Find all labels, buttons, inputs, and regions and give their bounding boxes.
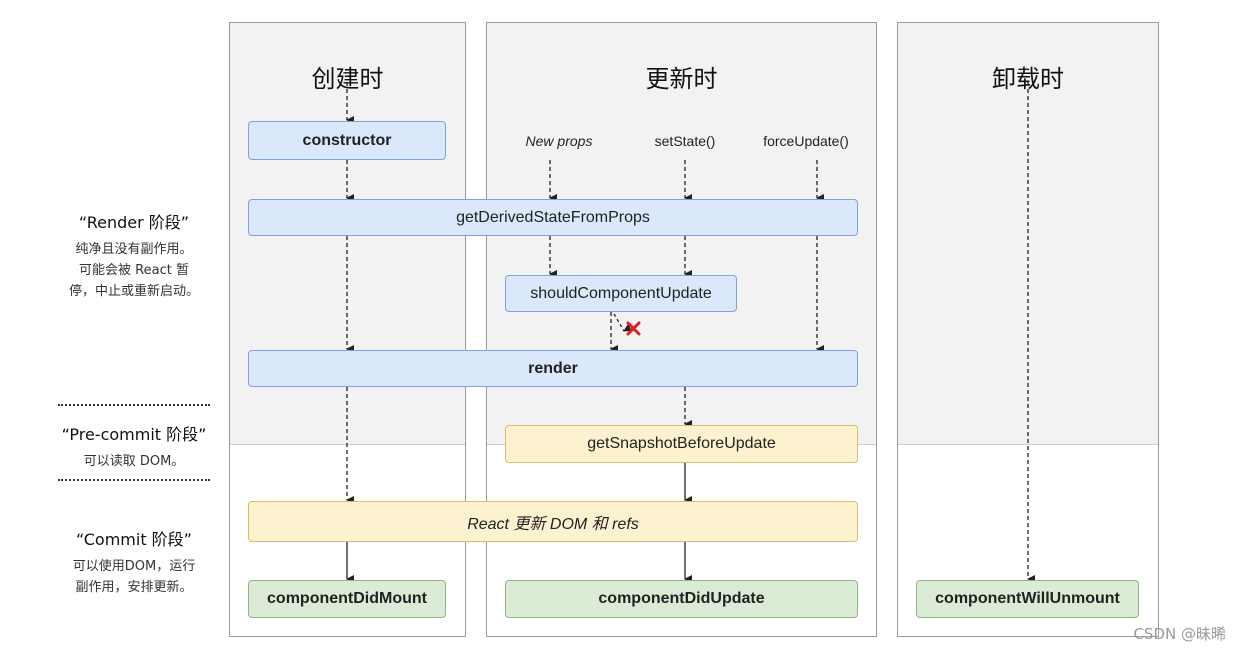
- box-component-did-update: componentDidUpdate: [505, 580, 858, 618]
- phase-render-desc-line: 可能会被 React 暂: [79, 263, 189, 278]
- phase-precommit-desc: 可以读取 DOM。: [54, 451, 214, 472]
- phase-commit-desc-line: 可以使用DOM，运行: [72, 559, 196, 574]
- column-title-unmount: 卸载时: [992, 65, 1064, 93]
- phase-render-title: “Render 阶段”: [78, 213, 190, 232]
- box-should-component-update: shouldComponentUpdate: [505, 275, 737, 312]
- phase-commit-title: “Commit 阶段”: [76, 530, 192, 549]
- watermark: CSDN @昧晞: [1133, 625, 1226, 643]
- box-get-snapshot-before-update: getSnapshotBeforeUpdate: [505, 425, 858, 463]
- phase-render-desc-line: 纯净且没有副作用。: [75, 242, 193, 257]
- column-title-update: 更新时: [645, 65, 718, 93]
- box-get-derived-state-from-props: getDerivedStateFromProps: [248, 199, 858, 236]
- phase-render: “Render 阶段” 纯净且没有副作用。 可能会被 React 暂 停，中止或…: [54, 209, 214, 302]
- phase-precommit: “Pre-commit 阶段” 可以读取 DOM。: [54, 421, 214, 472]
- phase-render-desc-line: 停，中止或重新启动。: [68, 284, 199, 299]
- phase-commit-desc: 可以使用DOM，运行 副作用，安排更新。: [54, 556, 214, 598]
- trigger-new-props: New props: [525, 133, 593, 149]
- phase-commit-desc-line: 副作用，安排更新。: [75, 580, 193, 595]
- trigger-force-update: forceUpdate(): [763, 133, 849, 149]
- arrow-scu-to-stop: [613, 313, 633, 332]
- box-component-will-unmount: componentWillUnmount: [916, 580, 1139, 618]
- phase-commit: “Commit 阶段” 可以使用DOM，运行 副作用，安排更新。: [54, 526, 214, 598]
- column-title-mount: 创建时: [311, 65, 384, 93]
- phase-divider-2: [58, 479, 210, 481]
- cross-icon: [626, 321, 641, 336]
- phase-divider-1: [58, 404, 210, 406]
- box-react-update-dom-refs: React 更新 DOM 和 refs: [248, 501, 858, 542]
- box-component-did-mount: componentDidMount: [248, 580, 446, 618]
- box-constructor: constructor: [248, 121, 446, 160]
- box-render: render: [248, 350, 858, 387]
- phase-render-desc: 纯净且没有副作用。 可能会被 React 暂 停，中止或重新启动。: [54, 239, 214, 302]
- phase-precommit-title: “Pre-commit 阶段”: [61, 425, 207, 444]
- phase-precommit-desc-line: 可以读取 DOM。: [83, 454, 185, 469]
- trigger-set-state: setState(): [654, 133, 716, 149]
